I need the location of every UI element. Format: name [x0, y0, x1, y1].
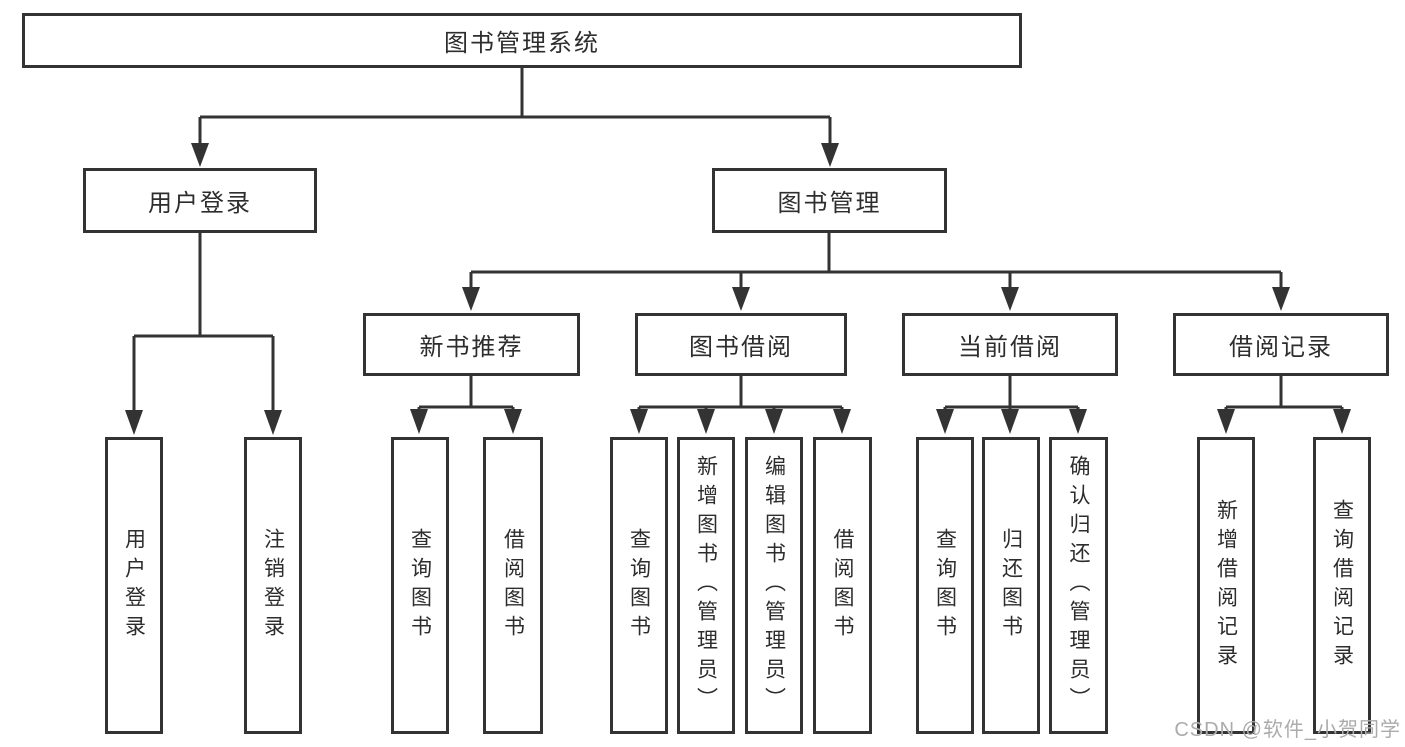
arrowhead-icon — [462, 287, 480, 311]
leaf-query-book-borrow: 查询图书 — [610, 437, 668, 734]
arrowhead-icon — [765, 409, 783, 434]
leaf-return-book: 归还图书 — [982, 437, 1040, 734]
node-label: 当前借阅 — [958, 334, 1062, 361]
arrowhead-icon — [410, 409, 428, 434]
connector-book-borrow-to-leaves — [630, 376, 851, 434]
node-book-management: 图书管理 — [712, 168, 947, 233]
connector-root-to-branches — [191, 68, 839, 167]
node-borrow-record: 借阅记录 — [1173, 313, 1389, 376]
arrowhead-icon — [1001, 409, 1019, 434]
arrowhead-icon — [1272, 287, 1290, 311]
leaf-label: 查询图书 — [627, 527, 651, 644]
leaf-label: 查询图书 — [408, 527, 432, 644]
arrowhead-icon — [821, 143, 839, 167]
leaf-label: 注销登录 — [261, 527, 285, 644]
connector-user-login-to-leaves — [125, 232, 282, 435]
leaf-confirm-return-admin: 确认归还（管理员） — [1049, 437, 1108, 734]
connector-borrow-record-to-leaves — [1217, 376, 1351, 434]
node-book-borrow: 图书借阅 — [635, 313, 847, 376]
arrowhead-icon — [504, 409, 522, 434]
leaf-label: 用户登录 — [122, 527, 146, 644]
arrowhead-icon — [191, 143, 209, 167]
leaf-add-book-admin: 新增图书（管理员） — [677, 437, 735, 734]
arrowhead-icon — [1333, 409, 1351, 434]
arrowhead-icon — [1001, 287, 1019, 311]
leaf-user-login: 用户登录 — [105, 437, 163, 734]
arrowhead-icon — [264, 410, 282, 435]
arrowhead-icon — [732, 287, 750, 311]
node-new-book-recommend: 新书推荐 — [363, 313, 580, 376]
node-label: 新书推荐 — [419, 334, 524, 361]
leaf-borrow-book: 借阅图书 — [813, 437, 872, 734]
leaf-label: 新增图书（管理员） — [694, 455, 718, 716]
connector-book-mgmt-to-modules — [462, 232, 1290, 311]
arrowhead-icon — [936, 409, 954, 434]
leaf-borrow-book-recommend: 借阅图书 — [483, 437, 543, 734]
leaf-query-book-recommend: 查询图书 — [391, 437, 449, 734]
leaf-label: 借阅图书 — [501, 527, 525, 644]
leaf-label: 新增借阅记录 — [1214, 498, 1238, 673]
leaf-label: 查询图书 — [933, 527, 957, 644]
arrowhead-icon — [833, 409, 851, 434]
node-label: 图书管理系统 — [444, 30, 600, 57]
node-label: 借阅记录 — [1229, 334, 1333, 361]
leaf-label: 查询借阅记录 — [1330, 498, 1354, 673]
leaf-label: 借阅图书 — [831, 527, 855, 644]
leaf-query-borrow-record: 查询借阅记录 — [1313, 437, 1371, 734]
leaf-add-borrow-record: 新增借阅记录 — [1197, 437, 1255, 734]
arrowhead-icon — [1217, 409, 1235, 434]
arrowhead-icon — [125, 410, 143, 435]
connector-new-book-rec-to-leaves — [410, 376, 522, 434]
node-current-borrow: 当前借阅 — [902, 313, 1118, 376]
leaf-label: 归还图书 — [999, 527, 1023, 644]
leaf-logout: 注销登录 — [244, 437, 302, 734]
arrowhead-icon — [630, 409, 648, 434]
leaf-query-book-current: 查询图书 — [916, 437, 974, 734]
csdn-watermark: CSDN @软件_小贺同学 — [1174, 719, 1401, 741]
leaf-label: 确认归还（管理员） — [1067, 455, 1091, 716]
node-root-system: 图书管理系统 — [22, 13, 1022, 68]
node-label: 图书借阅 — [689, 334, 793, 361]
node-user-login: 用户登录 — [83, 168, 317, 233]
leaf-edit-book-admin: 编辑图书（管理员） — [745, 437, 803, 734]
leaf-label: 编辑图书（管理员） — [762, 455, 786, 716]
arrowhead-icon — [1069, 409, 1087, 434]
connector-current-borrow-to-leaves — [936, 376, 1087, 434]
arrowhead-icon — [697, 409, 715, 434]
node-label: 图书管理 — [777, 190, 882, 217]
node-label: 用户登录 — [148, 190, 252, 217]
